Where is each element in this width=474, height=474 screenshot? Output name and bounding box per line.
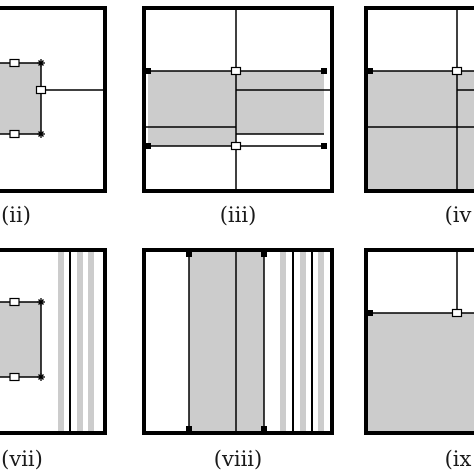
panel-ii-marker-lower xyxy=(9,129,20,139)
panel-iii-square-bottom-right xyxy=(321,143,327,149)
panel-vii-marker-upper xyxy=(9,297,20,307)
caption-ix: (ix xyxy=(444,447,472,471)
panel-viii-frame xyxy=(142,248,334,435)
panel-vii xyxy=(0,248,107,435)
panel-vii-shaded-region xyxy=(0,302,41,377)
panel-iii-frame xyxy=(142,6,334,193)
panel-iv-shaded-region xyxy=(368,71,474,191)
caption-ii: (ii) xyxy=(1,203,31,227)
panel-vii-star-upper xyxy=(37,298,45,306)
panel-ix-shaded-region xyxy=(368,313,474,433)
panel-iv-marker-top xyxy=(451,66,463,76)
panel-viii-square-bottom-right xyxy=(261,426,267,432)
panel-vii-stripe-2 xyxy=(69,250,71,433)
panel-ix-square-top-left xyxy=(367,310,373,316)
panel-viii-stripe-1 xyxy=(280,250,286,433)
panel-viii xyxy=(142,248,334,435)
panel-iii-shaded-left xyxy=(148,71,236,146)
panel-ii-marker-middle xyxy=(35,85,47,95)
panel-iii-square-bottom-left xyxy=(145,143,151,149)
panel-ii xyxy=(0,6,107,193)
panel-ii-frame xyxy=(0,6,107,193)
caption-iv: (iv xyxy=(444,203,472,227)
panel-ix-marker-top xyxy=(451,308,463,318)
panel-iii xyxy=(142,6,334,193)
panel-ii-star-upper xyxy=(37,59,45,67)
panel-vii-star-lower xyxy=(37,373,45,381)
panel-vii-stripe-1 xyxy=(58,250,64,433)
panel-viii-square-bottom-left xyxy=(186,426,192,432)
panel-iv-square-top-left xyxy=(367,68,373,74)
panel-viii-stripe-5 xyxy=(318,250,324,433)
panel-vii-stripe-4 xyxy=(88,250,94,433)
caption-viii: (viii) xyxy=(213,447,263,471)
panel-iii-square-top-right xyxy=(321,68,327,74)
panel-ix xyxy=(364,248,474,435)
panel-viii-square-top-right xyxy=(261,251,267,257)
panel-iii-marker-top xyxy=(230,66,242,76)
panel-iv-frame xyxy=(364,6,474,193)
panel-viii-stripe-4 xyxy=(311,250,313,433)
panel-viii-stripe-3 xyxy=(300,250,306,433)
panel-vii-marker-lower xyxy=(9,372,20,382)
panel-ix-frame xyxy=(364,248,474,435)
panel-viii-square-top-left xyxy=(186,251,192,257)
caption-vii: (vii) xyxy=(1,447,43,471)
panel-iv xyxy=(364,6,474,193)
panel-ii-shaded-region xyxy=(0,63,41,134)
panel-iii-shaded-right xyxy=(236,71,324,134)
panel-iii-square-top-left xyxy=(145,68,151,74)
panel-vii-frame xyxy=(0,248,107,435)
caption-iii: (iii) xyxy=(219,203,257,227)
panel-iii-marker-bottom xyxy=(230,141,242,151)
panel-vii-stripe-3 xyxy=(77,250,83,433)
panel-viii-shaded-region xyxy=(189,250,264,433)
panel-ii-marker-upper xyxy=(9,58,20,68)
panel-viii-stripe-2 xyxy=(292,250,294,433)
panel-ii-star-lower xyxy=(37,130,45,138)
